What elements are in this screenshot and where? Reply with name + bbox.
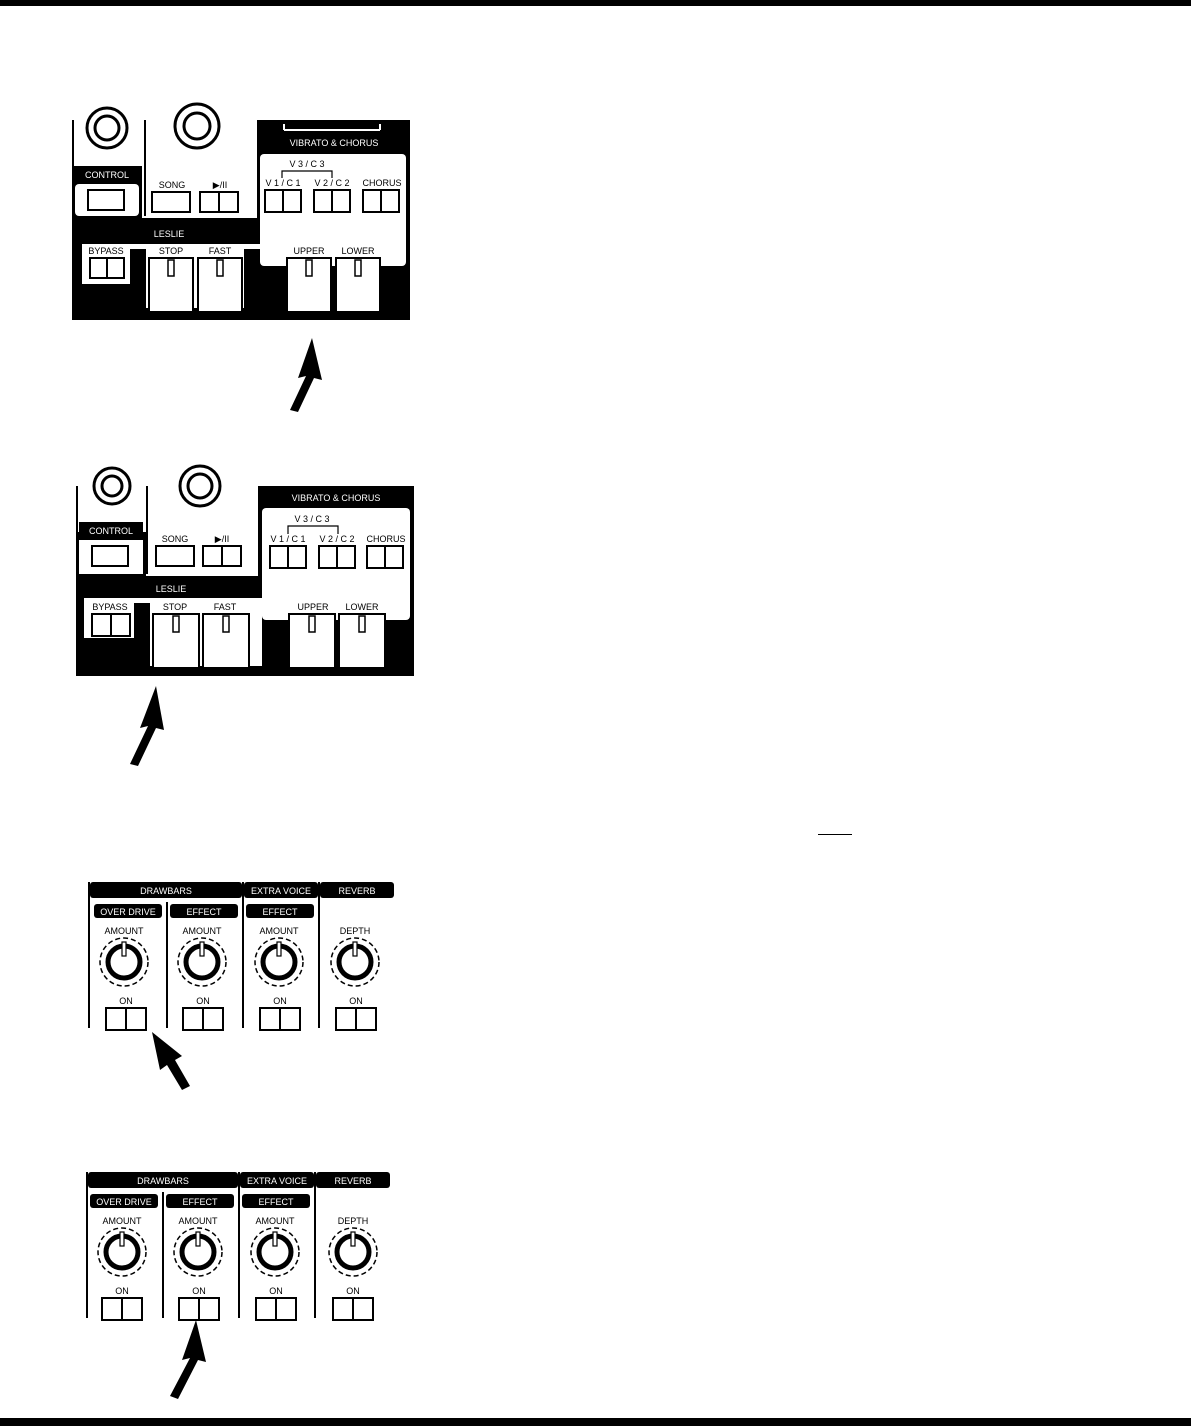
on-label: ON: [273, 996, 287, 1006]
lower-label: LOWER: [345, 602, 379, 612]
figure-overdrive: DRAWBARS EXTRA VOICE REVERB OVER DRIVE E…: [86, 880, 406, 1100]
knob-icon: [92, 466, 132, 506]
knob-icon: [173, 102, 221, 150]
knob-icon: [178, 464, 222, 508]
song-button[interactable]: [155, 545, 195, 567]
on-label: ON: [119, 996, 133, 1006]
knob-icon[interactable]: [97, 1227, 147, 1277]
play-pause-label: ▶/II: [215, 534, 229, 544]
reverb-title: REVERB: [338, 886, 375, 896]
on-label: ON: [346, 1286, 360, 1296]
amount-label: AMOUNT: [179, 1216, 218, 1226]
v3c3-label: V 3 / C 3: [289, 159, 324, 169]
over-drive-label: OVER DRIVE: [100, 907, 156, 917]
figure-leslie-upper: CONTROL SONG ▶/II LESLIE BYPASS STOP FAS…: [72, 102, 417, 420]
knob-icon[interactable]: [328, 1227, 378, 1277]
stop-label: STOP: [159, 246, 183, 256]
knob-icon: [85, 106, 129, 150]
on-label: ON: [269, 1286, 283, 1296]
lower-button[interactable]: [335, 257, 381, 313]
drawbars-title: DRAWBARS: [137, 1176, 189, 1186]
effect-label: EFFECT: [259, 1197, 295, 1207]
upper-button[interactable]: [286, 257, 332, 313]
pointer-arrow-icon: [130, 686, 164, 766]
v1c1-label: V 1 / C 1: [265, 178, 300, 188]
knob-icon[interactable]: [330, 937, 380, 987]
amount-label: AMOUNT: [105, 926, 144, 936]
pointer-arrow-icon: [152, 1032, 190, 1090]
vibrato-title: VIBRATO & CHORUS: [292, 493, 381, 503]
v1c1-label: V 1 / C 1: [270, 534, 305, 544]
v2c2-label: V 2 / C 2: [319, 534, 354, 544]
play-pause-label: ▶/II: [213, 180, 227, 190]
bottom-rule: [0, 1418, 1191, 1426]
fast-label: FAST: [214, 602, 237, 612]
effect-label: EFFECT: [183, 1197, 219, 1207]
on-label: ON: [115, 1286, 129, 1296]
song-label: SONG: [159, 180, 186, 190]
chorus-label: CHORUS: [362, 178, 401, 188]
panel-diagram: CONTROL SONG ▶/II LESLIE BYPASS STOP FAS…: [76, 464, 414, 766]
panel-diagram: DRAWBARS EXTRA VOICE REVERB OVER DRIVE E…: [86, 1172, 390, 1399]
amount-label: AMOUNT: [260, 926, 299, 936]
depth-label: DEPTH: [338, 1216, 369, 1226]
extra-voice-title: EXTRA VOICE: [247, 1176, 307, 1186]
depth-label: DEPTH: [340, 926, 371, 936]
stop-label: STOP: [163, 602, 187, 612]
figure-effect: DRAWBARS EXTRA VOICE REVERB OVER DRIVE E…: [84, 1170, 404, 1400]
leslie-title: LESLIE: [156, 584, 187, 594]
lower-label: LOWER: [341, 246, 375, 256]
knob-icon[interactable]: [250, 1227, 300, 1277]
panel-diagram: DRAWBARS EXTRA VOICE REVERB OVER DRIVE E…: [88, 882, 394, 1090]
bypass-label: BYPASS: [92, 602, 127, 612]
fast-button[interactable]: [197, 257, 243, 313]
short-rule: [818, 834, 852, 835]
pointer-arrow-icon: [290, 338, 322, 412]
stop-button[interactable]: [148, 257, 194, 313]
song-button[interactable]: [151, 191, 191, 213]
fast-button[interactable]: [202, 613, 250, 669]
extra-voice-title: EXTRA VOICE: [251, 886, 311, 896]
control-label: CONTROL: [85, 170, 129, 180]
effect-label: EFFECT: [263, 907, 299, 917]
on-label: ON: [349, 996, 363, 1006]
knob-icon[interactable]: [173, 1227, 223, 1277]
figure-leslie-stop: CONTROL SONG ▶/II LESLIE BYPASS STOP FAS…: [76, 464, 421, 776]
on-label: ON: [196, 996, 210, 1006]
upper-button[interactable]: [288, 613, 336, 669]
upper-label: UPPER: [297, 602, 329, 612]
knob-icon[interactable]: [177, 937, 227, 987]
top-rule: [0, 0, 1191, 6]
v2c2-label: V 2 / C 2: [314, 178, 349, 188]
song-label: SONG: [162, 534, 189, 544]
pointer-arrow-icon: [170, 1320, 206, 1399]
effect-label: EFFECT: [187, 907, 223, 917]
amount-label: AMOUNT: [103, 1216, 142, 1226]
leslie-title: LESLIE: [154, 229, 185, 239]
chorus-label: CHORUS: [366, 534, 405, 544]
on-label: ON: [192, 1286, 206, 1296]
panel-diagram: CONTROL SONG ▶/II LESLIE BYPASS STOP FAS…: [72, 102, 410, 412]
knob-icon[interactable]: [254, 937, 304, 987]
stop-button[interactable]: [152, 613, 200, 669]
amount-label: AMOUNT: [256, 1216, 295, 1226]
fast-label: FAST: [209, 246, 232, 256]
control-button[interactable]: [87, 189, 125, 211]
control-button[interactable]: [91, 545, 129, 567]
v3c3-label: V 3 / C 3: [294, 514, 329, 524]
knob-icon[interactable]: [99, 937, 149, 987]
lower-button[interactable]: [338, 613, 386, 669]
bypass-label: BYPASS: [88, 246, 123, 256]
amount-label: AMOUNT: [183, 926, 222, 936]
vibrato-title: VIBRATO & CHORUS: [290, 138, 379, 148]
control-label: CONTROL: [89, 526, 133, 536]
upper-label: UPPER: [293, 246, 325, 256]
reverb-title: REVERB: [334, 1176, 371, 1186]
over-drive-label: OVER DRIVE: [96, 1197, 152, 1207]
drawbars-title: DRAWBARS: [140, 886, 192, 896]
